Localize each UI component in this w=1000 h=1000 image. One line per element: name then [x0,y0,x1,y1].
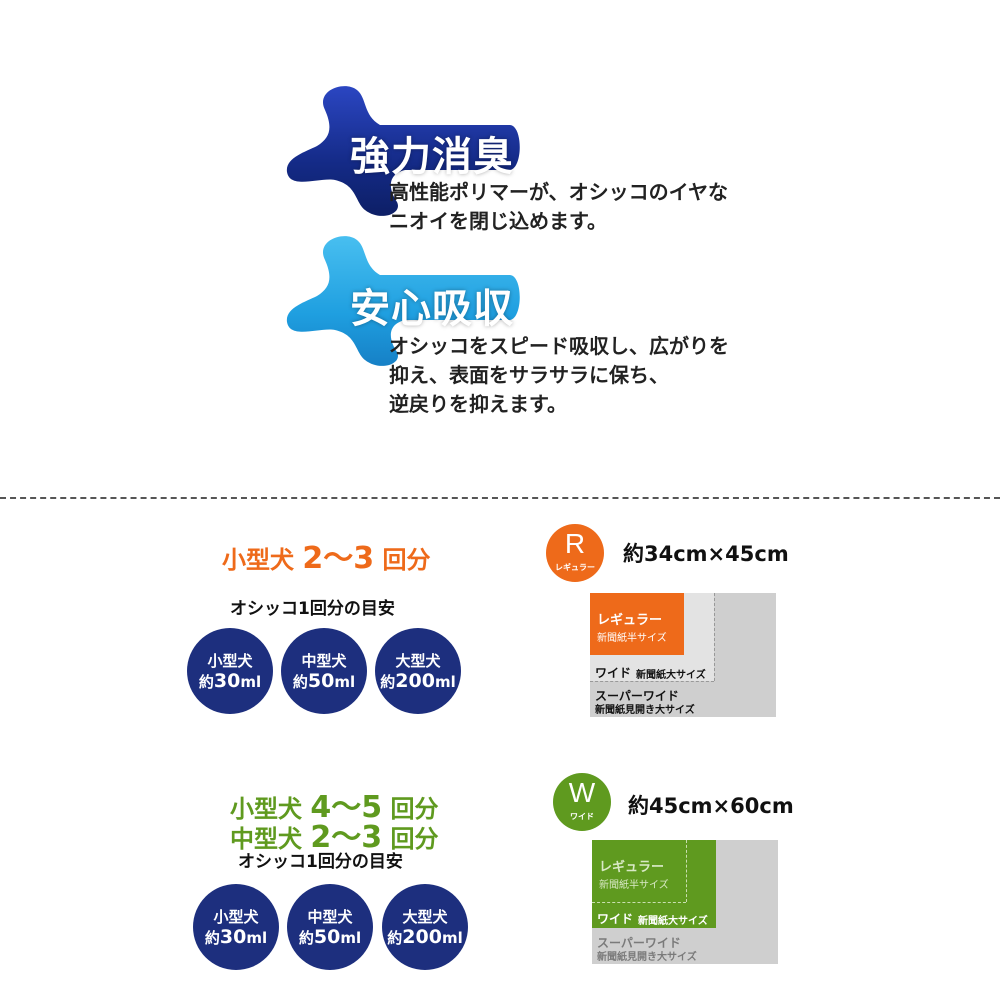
wide-heading2-dog: 中型犬 [230,825,302,853]
wide-bubble-medium-amount: 50 [313,925,341,948]
wide-bubble-small: 小型犬 約30ml [193,884,279,970]
regular-bubble-small: 小型犬 約30ml [187,628,273,714]
regular-heading-dog: 小型犬 [222,546,294,574]
regular-bubble-large: 大型犬 約200ml [375,628,461,714]
feature-2-line-2: 抑え、表面をサラサラに保ち、 [389,363,669,387]
regular-bubble-large-dog: 大型犬 [395,651,441,670]
regular-sheet-regular-area [590,593,684,655]
wide-sheet-wide-desc: 新聞紙大サイズ [638,916,708,927]
regular-bubble-large-amount: 200 [395,669,435,692]
wide-bubble-large: 大型犬 約200ml [382,884,468,970]
regular-bubble-small-amount: 30 [213,669,241,692]
regular-sheet-wide-name: ワイド [595,666,632,680]
regular-bubble-large-unit: ml [434,672,456,691]
wide-bubble-large-amount: 200 [402,925,442,948]
wide-sheet-wide-area [592,840,716,928]
regular-heading-unit: 回分 [382,546,431,574]
wide-badge-letter: W [568,777,596,808]
wide-guide-label: オシッコ1回分の目安 [238,852,403,872]
dashed-divider [0,497,1000,499]
feature-2-title: 安心吸収 [350,286,514,332]
wide-sheet-diagram: レギュラー 新聞紙半サイズ ワイド 新聞紙大サイズ スーパーワイド 新聞紙見開き… [592,840,778,964]
regular-bubble-large-prefix: 約 [380,672,396,691]
regular-bubble-medium-amount: 50 [307,669,335,692]
wide-heading1-count: 4〜5 [310,790,383,825]
feature-2-line-1: オシッコをスピード吸収し、広がりを [389,334,729,358]
feature-1-line-2: ニオイを閉じ込めます。 [389,209,607,233]
regular-bubble-small-dog: 小型犬 [207,651,253,670]
wide-usage-heading-2: 中型犬 2〜3 回分 [230,812,438,856]
regular-sheet-regular-name: レギュラー [597,613,663,628]
regular-bubble-medium: 中型犬 約50ml [281,628,367,714]
wide-size-text: 約45cm×60cm [628,794,794,818]
regular-size-badge: R レギュラー [546,524,604,582]
feature-1-description: 高性能ポリマーが、オシッコのイヤな ニオイを閉じ込めます。 [389,178,728,236]
wide-size-badge: W ワイド [553,773,611,831]
feature-1-title: 強力消臭 [350,134,514,180]
wide-bubble-medium-dog: 中型犬 [307,907,353,926]
regular-sheet-regular-desc: 新聞紙半サイズ [597,633,667,644]
regular-sheet-superwide-name: スーパーワイド [595,689,679,703]
feature-2-description: オシッコをスピード吸収し、広がりを 抑え、表面をサラサラに保ち、 逆戻りを抑えま… [389,332,729,419]
feature-2-splash-icon [286,236,520,366]
wide-bubble-medium-unit: ml [340,928,362,947]
wide-sheet-regular-desc: 新聞紙半サイズ [599,880,669,891]
wide-bubble-small-dog: 小型犬 [213,907,259,926]
wide-heading2-unit: 回分 [390,825,439,853]
wide-sheet-regular-edge [686,840,687,902]
feature-2-line-3: 逆戻りを抑えます。 [389,392,567,416]
regular-bubble-small-unit: ml [240,672,262,691]
wide-bubble-large-dog: 大型犬 [402,907,448,926]
regular-sheet-wide-desc: 新聞紙大サイズ [636,670,706,681]
regular-sheet-wide-bottom-edge [590,681,714,682]
regular-heading-count: 2〜3 [302,541,375,576]
wide-sheet-regular-bottom-edge [592,902,686,903]
wide-sheet-superwide-name: スーパーワイド [597,936,681,950]
wide-bubble-large-unit: ml [441,928,463,947]
regular-bubble-medium-unit: ml [334,672,356,691]
wide-bubble-medium: 中型犬 約50ml [287,884,373,970]
feature-1-line-1: 高性能ポリマーが、オシッコのイヤな [389,180,728,204]
wide-bubble-large-prefix: 約 [387,928,403,947]
regular-bubble-small-prefix: 約 [198,672,214,691]
regular-sheet-wide-edge [714,593,715,681]
wide-heading1-dog: 小型犬 [230,795,302,823]
regular-size-text: 約34cm×45cm [623,542,789,566]
wide-bubble-small-prefix: 約 [204,928,220,947]
wide-badge-label: ワイド [570,812,594,821]
wide-heading1-unit: 回分 [390,795,439,823]
wide-usage-heading-1: 小型犬 4〜5 回分 [230,782,438,826]
wide-bubble-small-unit: ml [246,928,268,947]
wide-sheet-superwide-desc: 新聞紙見開き大サイズ [597,952,697,963]
feature-1-splash-icon [286,86,520,216]
regular-badge-letter: R [564,528,586,559]
regular-bubble-medium-dog: 中型犬 [301,651,347,670]
regular-sheet-diagram: レギュラー 新聞紙半サイズ ワイド 新聞紙大サイズ スーパーワイド 新聞紙見開き… [590,593,776,717]
regular-bubble-medium-prefix: 約 [292,672,308,691]
regular-usage-heading: 小型犬 2〜3 回分 [222,533,430,577]
regular-sheet-superwide-desc: 新聞紙見開き大サイズ [595,705,695,716]
regular-badge-label: レギュラー [555,563,595,572]
wide-bubble-medium-prefix: 約 [298,928,314,947]
regular-guide-label: オシッコ1回分の目安 [230,599,395,619]
wide-bubble-small-amount: 30 [219,925,247,948]
wide-sheet-wide-name: ワイド [597,912,634,926]
wide-heading2-count: 2〜3 [310,820,383,855]
wide-sheet-regular-name: レギュラー [599,860,665,875]
